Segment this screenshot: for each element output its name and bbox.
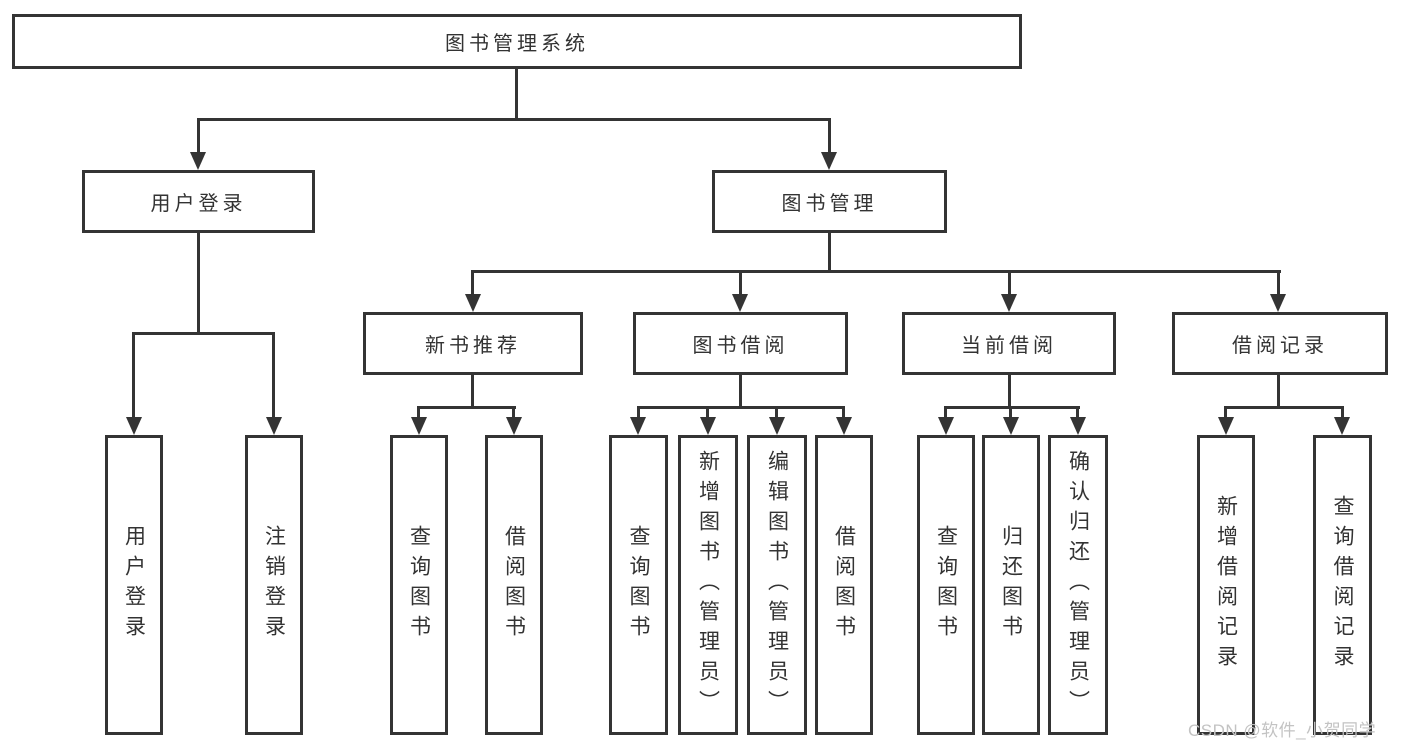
connector-recommend-split <box>417 406 516 409</box>
node-current-borrowing: 当前借阅 <box>902 312 1116 375</box>
connector-to-current-confirm <box>1076 408 1079 418</box>
leaf-current-return-books-label: 归还图书 <box>999 525 1023 645</box>
connector-borrowing-stem <box>739 375 742 408</box>
arrow-down-icon <box>836 417 852 435</box>
leaf-borrow-add-book-admin: 新增图书（管理员） <box>678 435 738 735</box>
connector-to-leaf-user-login <box>132 334 135 418</box>
leaf-recommend-query-books-label: 查询图书 <box>407 525 431 645</box>
arrow-down-icon <box>1003 417 1019 435</box>
node-root-label: 图书管理系统 <box>445 33 589 55</box>
leaf-current-confirm-return-admin: 确认归还（管理员） <box>1048 435 1108 735</box>
leaf-records-query-record-label: 查询借阅记录 <box>1331 495 1354 675</box>
connector-to-borrow-edit <box>775 408 778 418</box>
arrow-down-icon <box>769 417 785 435</box>
leaf-borrow-query-books-label: 查询图书 <box>627 525 650 645</box>
arrow-down-icon <box>465 294 481 312</box>
node-book-management: 图书管理 <box>712 170 947 233</box>
connector-user-stem <box>197 233 200 334</box>
arrow-down-icon <box>126 417 142 435</box>
connector-records-stem <box>1277 375 1280 408</box>
leaf-logout: 注销登录 <box>245 435 303 735</box>
arrow-down-icon <box>190 152 206 170</box>
node-current-borrowing-label: 当前借阅 <box>961 335 1057 357</box>
connector-to-leaf-logout <box>272 334 275 418</box>
leaf-recommend-borrow-books-label: 借阅图书 <box>502 525 526 645</box>
leaf-borrow-borrow-books-label: 借阅图书 <box>832 525 856 645</box>
leaf-current-query-books-label: 查询图书 <box>934 525 958 645</box>
connector-to-current-return <box>1009 408 1012 418</box>
leaf-borrow-add-book-admin-label: 新增图书（管理员） <box>696 450 720 720</box>
node-book-borrowing: 图书借阅 <box>633 312 848 375</box>
connector-to-records-query <box>1341 408 1344 418</box>
arrow-down-icon <box>938 417 954 435</box>
arrow-down-icon <box>630 417 646 435</box>
connector-to-borrowing-records <box>1277 272 1280 295</box>
leaf-recommend-query-books: 查询图书 <box>390 435 448 735</box>
arrow-down-icon <box>1218 417 1234 435</box>
leaf-recommend-borrow-books: 借阅图书 <box>485 435 543 735</box>
connector-to-recommend-borrow <box>512 408 515 418</box>
leaf-user-login-label: 用户登录 <box>122 525 146 645</box>
leaf-records-query-record: 查询借阅记录 <box>1313 435 1372 735</box>
node-book-borrowing-label: 图书借阅 <box>692 335 789 357</box>
node-user-login: 用户登录 <box>82 170 315 233</box>
connector-borrowing-split <box>637 406 845 409</box>
connector-to-records-add <box>1224 408 1227 418</box>
arrow-down-icon <box>1001 294 1017 312</box>
connector-to-recommend-query <box>417 408 420 418</box>
node-user-login-label: 用户登录 <box>150 193 247 215</box>
arrow-down-icon <box>821 152 837 170</box>
arrow-down-icon <box>700 417 716 435</box>
connector-current-stem <box>1008 375 1011 408</box>
leaf-user-login: 用户登录 <box>105 435 163 735</box>
arrow-down-icon <box>732 294 748 312</box>
node-new-book-recommend-label: 新书推荐 <box>425 335 521 357</box>
connector-to-book-management <box>828 120 831 153</box>
connector-book-split <box>471 270 1281 273</box>
leaf-borrow-edit-book-admin-label: 编辑图书（管理员） <box>765 450 789 720</box>
arrow-down-icon <box>1334 417 1350 435</box>
leaf-borrow-query-books: 查询图书 <box>609 435 668 735</box>
connector-user-split <box>132 332 275 335</box>
node-borrowing-records-label: 借阅记录 <box>1232 335 1328 357</box>
csdn-watermark: CSDN @软件_小贺同学 <box>1188 721 1377 740</box>
connector-to-user-login <box>197 120 200 153</box>
arrow-down-icon <box>411 417 427 435</box>
leaf-records-add-record: 新增借阅记录 <box>1197 435 1255 735</box>
connector-root-split <box>197 118 831 121</box>
arrow-down-icon <box>506 417 522 435</box>
connector-to-new-book <box>471 272 474 295</box>
arrow-down-icon <box>266 417 282 435</box>
node-new-book-recommend: 新书推荐 <box>363 312 583 375</box>
connector-to-borrow-borrow <box>842 408 845 418</box>
connector-to-current-query <box>944 408 947 418</box>
connector-records-split <box>1224 406 1344 409</box>
arrow-down-icon <box>1070 417 1086 435</box>
leaf-current-return-books: 归还图书 <box>982 435 1040 735</box>
leaf-logout-label: 注销登录 <box>262 525 286 645</box>
connector-root-stem <box>515 69 518 120</box>
leaf-borrow-edit-book-admin: 编辑图书（管理员） <box>747 435 807 735</box>
connector-to-book-borrowing <box>739 272 742 295</box>
connector-to-borrow-add <box>706 408 709 418</box>
connector-to-current-borrowing <box>1008 272 1011 295</box>
leaf-records-add-record-label: 新增借阅记录 <box>1214 495 1238 675</box>
node-root: 图书管理系统 <box>12 14 1022 69</box>
node-borrowing-records: 借阅记录 <box>1172 312 1388 375</box>
connector-current-split <box>944 406 1080 409</box>
node-book-management-label: 图书管理 <box>781 193 878 215</box>
leaf-current-query-books: 查询图书 <box>917 435 975 735</box>
connector-book-stem <box>828 233 831 272</box>
arrow-down-icon <box>1270 294 1286 312</box>
connector-to-borrow-query <box>637 408 640 418</box>
connector-recommend-stem <box>471 375 474 408</box>
leaf-borrow-borrow-books: 借阅图书 <box>815 435 873 735</box>
leaf-current-confirm-return-admin-label: 确认归还（管理员） <box>1066 450 1090 720</box>
